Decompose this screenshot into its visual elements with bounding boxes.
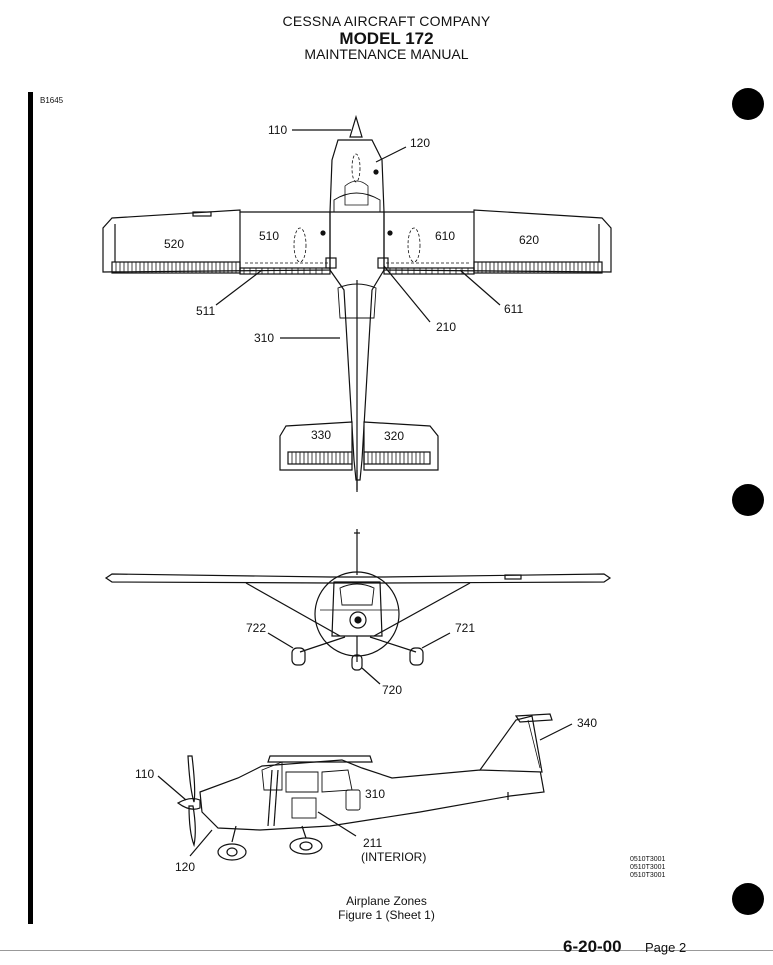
side-view: [157, 713, 573, 861]
label-interior: (INTERIOR): [361, 850, 426, 864]
footer-divider: [0, 950, 773, 951]
header-company: CESSNA AIRCRAFT COMPANY: [282, 13, 491, 29]
label-320: 320: [384, 429, 404, 443]
label-310-top: 310: [254, 331, 274, 345]
binder-hole-middle: [732, 484, 764, 516]
label-720: 720: [382, 683, 402, 697]
front-view: [104, 529, 612, 685]
page-number: Page 2: [645, 940, 687, 955]
label-210: 210: [436, 320, 456, 334]
header-model: MODEL 172: [339, 29, 434, 48]
figure-id: B1645: [40, 96, 64, 105]
section-number: 6-20-00: [563, 937, 622, 956]
label-511: 511: [196, 304, 215, 318]
label-610: 610: [435, 229, 455, 243]
label-340: 340: [577, 716, 597, 730]
drawing-codes: 0510T3001 0510T3001 0510T3001: [630, 856, 665, 880]
drawing-code: 0510T3001: [630, 856, 666, 863]
top-view: [102, 114, 612, 492]
label-722: 722: [246, 621, 266, 635]
label-120-top: 120: [410, 136, 430, 150]
label-330: 330: [311, 428, 331, 442]
label-120-side: 120: [175, 860, 195, 874]
label-310-side: 310: [365, 787, 385, 801]
caption-title: Airplane Zones: [346, 894, 427, 908]
drawing-code: 0510T3001: [630, 864, 666, 871]
label-721: 721: [455, 621, 475, 635]
label-211: 211: [363, 836, 382, 850]
header-manual: MAINTENANCE MANUAL: [304, 46, 469, 62]
label-510: 510: [259, 229, 279, 243]
binder-hole-bottom: [732, 883, 764, 915]
label-110-side: 110: [135, 767, 154, 781]
drawing-code: 0510T3001: [630, 872, 666, 879]
revision-bar: [28, 92, 33, 924]
label-520: 520: [164, 237, 184, 251]
binder-hole-top: [732, 88, 764, 120]
label-110-top: 110: [268, 123, 287, 137]
caption-figure: Figure 1 (Sheet 1): [338, 908, 435, 922]
label-611: 611: [504, 302, 523, 316]
label-620: 620: [519, 233, 539, 247]
